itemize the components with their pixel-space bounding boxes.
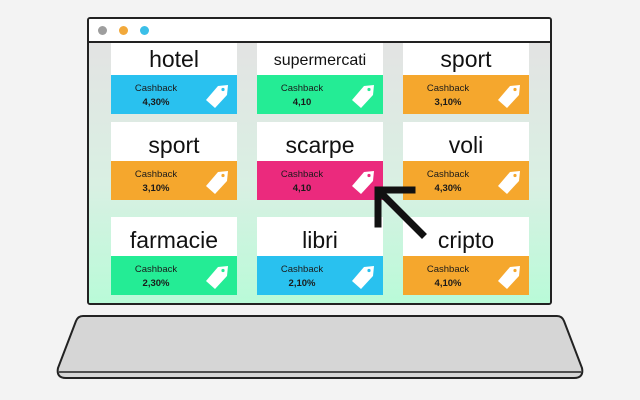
price-tag-icon xyxy=(206,266,228,289)
price-tag-icon xyxy=(352,171,374,194)
category-card-scarpe[interactable]: scarpe Cashback 4,10 xyxy=(257,122,383,200)
cashback-value: 4,30% xyxy=(434,183,462,194)
category-card-cripto[interactable]: cripto Cashback 4,10% xyxy=(403,217,529,295)
category-card-supermercati[interactable]: supermercati Cashback 4,10 xyxy=(257,41,383,114)
cashback-value: 2,30% xyxy=(142,278,170,289)
card-title: farmacie xyxy=(129,227,219,253)
laptop-keyboard-base xyxy=(56,315,584,379)
card-title: cripto xyxy=(437,227,495,253)
card-header: libri xyxy=(257,217,383,256)
cashback-label: Cashback xyxy=(280,264,324,275)
card-cashback-panel: Cashback 4,30% xyxy=(403,161,529,200)
card-title: scarpe xyxy=(285,132,355,158)
card-cashback-panel: Cashback 3,10% xyxy=(403,75,529,114)
cashback-value: 4,30% xyxy=(142,97,170,108)
cashback-label: Cashback xyxy=(426,83,470,94)
window-control-gray[interactable] xyxy=(98,26,107,35)
card-header: hotel xyxy=(111,41,237,75)
card-header: sport xyxy=(111,122,237,161)
price-tag-icon xyxy=(498,85,520,108)
card-title: supermercati xyxy=(273,52,367,69)
category-card-sport[interactable]: sport Cashback 3,10% xyxy=(111,122,237,200)
card-header: supermercati xyxy=(257,41,383,75)
cashback-label: Cashback xyxy=(280,169,324,180)
card-header: sport xyxy=(403,41,529,75)
card-title: libri xyxy=(302,227,338,253)
price-tag-icon xyxy=(498,171,520,194)
card-cashback-panel: Cashback 4,30% xyxy=(111,75,237,114)
card-title: sport xyxy=(148,132,200,158)
card-cashback-panel: Cashback 2,30% xyxy=(111,256,237,295)
cashback-label: Cashback xyxy=(134,83,178,94)
card-cashback-panel: Cashback 4,10 xyxy=(257,75,383,114)
cashback-label: Cashback xyxy=(426,169,470,180)
cashback-value: 3,10% xyxy=(142,183,170,194)
cashback-value: 4,10 xyxy=(292,97,312,108)
card-header: voli xyxy=(403,122,529,161)
card-title: voli xyxy=(448,132,484,158)
cashback-grid: hotel Cashback 4,30% supermercati Cashba… xyxy=(89,41,550,303)
cashback-label: Cashback xyxy=(280,83,324,94)
card-header: farmacie xyxy=(111,217,237,256)
price-tag-icon xyxy=(206,171,228,194)
cashback-label: Cashback xyxy=(134,169,178,180)
cashback-label: Cashback xyxy=(426,264,470,275)
card-cashback-panel: Cashback 2,10% xyxy=(257,256,383,295)
price-tag-icon xyxy=(498,266,520,289)
card-cashback-panel: Cashback 4,10 xyxy=(257,161,383,200)
window-titlebar xyxy=(89,19,550,43)
window-control-orange[interactable] xyxy=(119,26,128,35)
cashback-value: 4,10% xyxy=(434,278,462,289)
cashback-label: Cashback xyxy=(134,264,178,275)
card-header: cripto xyxy=(403,217,529,256)
window-control-blue[interactable] xyxy=(140,26,149,35)
price-tag-icon xyxy=(352,266,374,289)
laptop-screen: hotel Cashback 4,30% supermercati Cashba… xyxy=(87,17,552,305)
category-card-libri[interactable]: libri Cashback 2,10% xyxy=(257,217,383,295)
price-tag-icon xyxy=(206,85,228,108)
cashback-value: 3,10% xyxy=(434,97,462,108)
card-cashback-panel: Cashback 3,10% xyxy=(111,161,237,200)
price-tag-icon xyxy=(352,85,374,108)
category-card-hotel[interactable]: hotel Cashback 4,30% xyxy=(111,41,237,114)
card-title: hotel xyxy=(149,46,199,72)
card-header: scarpe xyxy=(257,122,383,161)
category-card-voli[interactable]: voli Cashback 4,30% xyxy=(403,122,529,200)
cashback-value: 2,10% xyxy=(288,278,316,289)
cashback-value: 4,10 xyxy=(292,183,312,194)
category-card-farmacie[interactable]: farmacie Cashback 2,30% xyxy=(111,217,237,295)
card-title: sport xyxy=(440,46,492,72)
card-cashback-panel: Cashback 4,10% xyxy=(403,256,529,295)
category-card-sport[interactable]: sport Cashback 3,10% xyxy=(403,41,529,114)
pointer-arrow-icon xyxy=(374,186,427,239)
